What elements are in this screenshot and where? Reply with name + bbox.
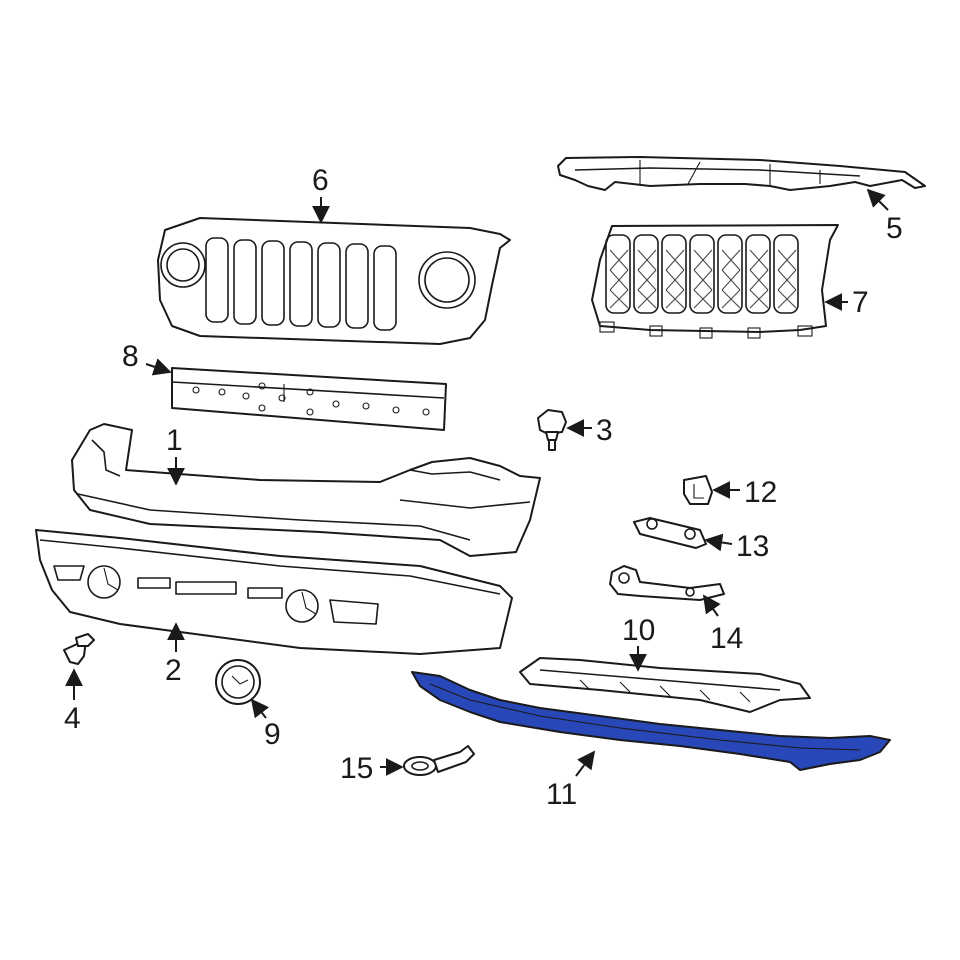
callout-label: 10 [622,614,655,647]
part-12-clip[interactable] [683,475,713,505]
part-11-air-dam-highlighted[interactable] [411,671,891,771]
callout-label: 14 [710,622,743,655]
callout-7: 7 [824,286,869,319]
part-3-bolt[interactable] [537,409,567,451]
callout-label: 8 [122,340,139,373]
callout-6: 6 [312,164,330,224]
callout-4: 4 [64,668,83,735]
part-5-upper-bracket[interactable] [557,156,926,191]
callout-label: 2 [165,654,182,687]
part-9-fog-lamp-cap[interactable] [215,659,261,705]
callout-label: 15 [340,752,373,785]
callout-label: 1 [166,424,183,457]
callout-1: 1 [166,424,185,486]
part-6-grille[interactable] [157,217,511,345]
part-1-bumper-cover[interactable] [71,423,541,557]
callout-15: 15 [340,752,404,785]
callout-8: 8 [122,340,172,376]
part-4-push-pin[interactable] [63,633,95,665]
callout-2: 2 [165,622,185,687]
part-10-skid-plate[interactable] [519,657,811,713]
part-14-bracket[interactable] [609,565,725,601]
part-8-reinforcement-bar[interactable] [171,367,447,431]
callout-9: 9 [250,698,281,751]
callout-label: 5 [886,212,903,245]
callout-label: 9 [264,718,281,751]
callout-13: 13 [704,530,769,563]
part-7-grille-insert[interactable] [591,224,839,339]
callout-label: 6 [312,164,329,197]
callout-label: 4 [64,702,81,735]
part-2-lower-fascia[interactable] [35,529,513,655]
callout-11: 11 [546,750,596,811]
part-13-bracket[interactable] [633,517,707,549]
callout-5: 5 [866,188,903,245]
callout-14: 14 [702,594,743,655]
callout-label: 12 [744,476,777,509]
part-15-tow-hook[interactable] [403,745,475,776]
callout-3: 3 [566,414,613,447]
callout-10: 10 [622,614,655,672]
callout-label: 7 [852,286,869,319]
callout-label: 13 [736,530,769,563]
callout-label: 3 [596,414,613,447]
callout-12: 12 [712,476,777,509]
callout-label: 11 [546,778,577,811]
